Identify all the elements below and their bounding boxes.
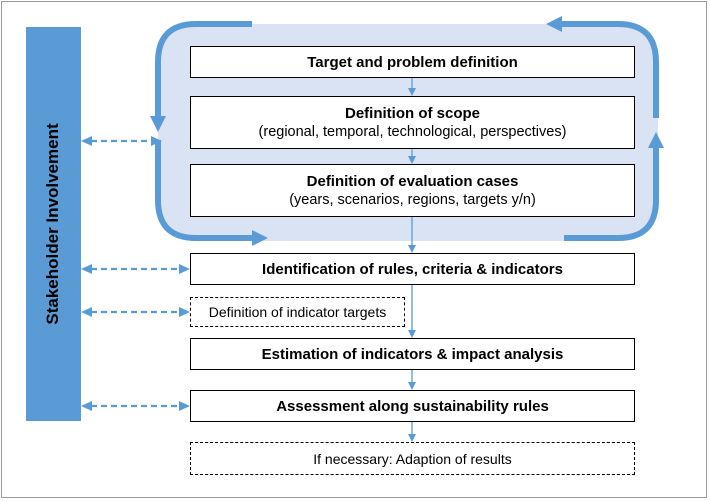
flow-arrowhead-adaption	[408, 434, 416, 442]
step-scope-title: Definition of scope	[345, 104, 480, 122]
loop-arrowhead-left	[546, 16, 562, 32]
stakeholder-arrowhead-rules-right	[179, 264, 190, 274]
step-evaluation-cases: Definition of evaluation cases (years, s…	[190, 164, 635, 217]
step-scope-definition: Definition of scope (regional, temporal,…	[190, 96, 635, 149]
step-indicator-targets: Definition of indicator targets	[190, 297, 405, 327]
loop-arrowhead-right	[252, 230, 268, 246]
stakeholder-arrowhead-loop-right	[151, 136, 162, 146]
stakeholder-links	[91, 139, 181, 408]
step-estimation-title: Estimation of indicators & impact analys…	[261, 345, 564, 363]
loop-arrowhead-down	[150, 116, 166, 132]
loop-arc-bottom-left	[155, 140, 254, 241]
loop-arrowhead-up	[648, 132, 664, 148]
step-scope-subtitle: (regional, temporal, technological, pers…	[258, 123, 567, 140]
step-estimation: Estimation of indicators & impact analys…	[190, 338, 635, 370]
loop-arc-top-right	[562, 21, 659, 118]
step-assessment-title: Assessment along sustainability rules	[276, 397, 549, 415]
step-assessment: Assessment along sustainability rules	[190, 390, 635, 422]
loop-arcs	[155, 21, 659, 241]
step-rules-identification: Identification of rules, criteria & indi…	[190, 253, 635, 285]
stakeholder-arrowhead-assessment-left	[81, 401, 92, 411]
step-indicator-targets-label: Definition of indicator targets	[208, 304, 387, 320]
flow-arrowhead-evaluation	[408, 156, 416, 164]
loop-arrowheads	[150, 16, 664, 246]
flow-arrowhead-estimation	[408, 330, 416, 338]
flow-arrowheads	[408, 88, 416, 442]
stakeholder-arrowhead-loop-left	[81, 136, 92, 146]
flow-arrowhead-rules	[408, 245, 416, 253]
step-target-title: Target and problem definition	[307, 53, 518, 71]
loop-arc-bottom-right	[564, 146, 659, 241]
stakeholder-bar	[26, 27, 81, 421]
stakeholder-arrowhead-targets-right	[179, 307, 190, 317]
step-target-definition: Target and problem definition	[190, 46, 635, 78]
flow-arrowhead-scope	[408, 88, 416, 96]
stakeholder-arrowhead-assessment-right	[179, 401, 190, 411]
step-evaluation-subtitle: (years, scenarios, regions, targets y/n)	[289, 191, 536, 208]
stakeholder-arrowhead-rules-left	[81, 264, 92, 274]
step-rules-title: Identification of rules, criteria & indi…	[262, 260, 563, 278]
flow-arrowhead-assessment	[408, 382, 416, 390]
step-adaption: If necessary: Adaption of results	[190, 442, 635, 475]
stakeholder-arrowheads	[81, 136, 190, 411]
step-adaption-label: If necessary: Adaption of results	[313, 450, 512, 467]
stakeholder-arrowhead-targets-left	[81, 307, 92, 317]
loop-arc-top-left	[155, 21, 252, 118]
step-evaluation-title: Definition of evaluation cases	[306, 172, 519, 190]
